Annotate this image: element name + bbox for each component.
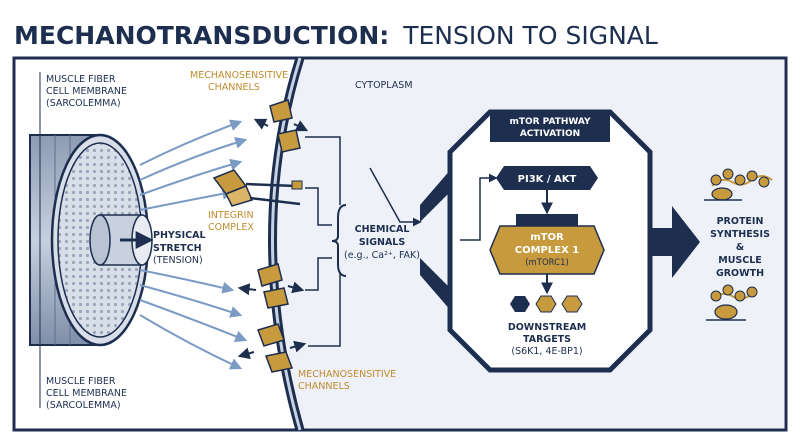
svg-text:MUSCLE FIBER: MUSCLE FIBER bbox=[46, 74, 116, 85]
svg-text:CHEMICAL: CHEMICAL bbox=[355, 224, 410, 235]
svg-text:(e.g., Ca²⁺, FAK): (e.g., Ca²⁺, FAK) bbox=[344, 250, 420, 261]
fiber-label-bottom: MUSCLE FIBER CELL MEMBRANE (SARCOLEMMA) bbox=[39, 345, 127, 411]
arrow-to-pi3k bbox=[460, 173, 498, 241]
cytoplasm-label: CYTOPLASM bbox=[355, 80, 413, 91]
mtor-header-bar bbox=[490, 112, 610, 142]
fiber-label-top: MUSCLE FIBER CELL MEMBRANE (SARCOLEMMA) bbox=[39, 72, 127, 135]
mechano-label-bottom: MECHANOSENSITIVE CHANNELS bbox=[298, 369, 396, 392]
svg-text:MECHANOSENSITIVE: MECHANOSENSITIVE bbox=[298, 369, 396, 380]
svg-text:MUSCLE: MUSCLE bbox=[718, 255, 762, 266]
protein-chain-bottom bbox=[706, 284, 758, 321]
mechanosensitive-channel-top bbox=[253, 99, 309, 153]
mtorc1-line1: mTOR bbox=[530, 232, 564, 243]
chevron-lower bbox=[420, 258, 452, 312]
svg-text:INTEGRIN: INTEGRIN bbox=[208, 210, 254, 221]
outcome-arrow bbox=[652, 206, 700, 278]
signal-connectors bbox=[305, 136, 341, 347]
svg-text:(SARCOLEMMA): (SARCOLEMMA) bbox=[46, 400, 121, 411]
svg-text:MUSCLE FIBER: MUSCLE FIBER bbox=[46, 376, 116, 387]
diagram-title: MECHANOTRANSDUCTION: TENSION TO SIGNAL bbox=[14, 21, 658, 50]
svg-text:SYNTHESIS: SYNTHESIS bbox=[710, 229, 770, 240]
svg-text:MECHANOSENSITIVE: MECHANOSENSITIVE bbox=[190, 70, 288, 81]
svg-text:CELL MEMBRANE: CELL MEMBRANE bbox=[46, 86, 127, 97]
pi3k-akt-label: PI3K / AKT bbox=[518, 174, 577, 185]
pi3k-akt-box bbox=[496, 166, 598, 190]
mechanosensitive-channel-middle bbox=[237, 263, 305, 309]
mtorc1-cap bbox=[516, 214, 578, 226]
svg-text:SIGNALS: SIGNALS bbox=[359, 237, 406, 248]
svg-text:TARGETS: TARGETS bbox=[523, 334, 571, 345]
mechano-label-top: MECHANOSENSITIVE CHANNELS bbox=[190, 70, 288, 93]
downstream-label: DOWNSTREAM TARGETS (S6K1, 4E-BP1) bbox=[508, 322, 586, 357]
mtor-header-line1: mTOR PATHWAY bbox=[509, 117, 591, 127]
mtorc1-line2: COMPLEX 1 bbox=[515, 245, 580, 256]
protein-chain-top bbox=[704, 168, 773, 201]
mtorc1-line3: (mTORC1) bbox=[525, 258, 569, 268]
integrin-complex: INTEGRIN COMPLEX bbox=[208, 169, 303, 233]
svg-text:CHANNELS: CHANNELS bbox=[208, 82, 260, 93]
svg-text:GROWTH: GROWTH bbox=[716, 268, 764, 279]
chemical-signals-label: CHEMICAL SIGNALS (e.g., Ca²⁺, FAK) bbox=[344, 224, 420, 261]
svg-text:DOWNSTREAM: DOWNSTREAM bbox=[508, 322, 586, 333]
svg-text:&: & bbox=[736, 242, 744, 253]
svg-text:CELL MEMBRANE: CELL MEMBRANE bbox=[46, 388, 127, 399]
mtor-header-line2: ACTIVATION bbox=[520, 129, 580, 139]
signal-arrow-upper bbox=[369, 167, 422, 227]
signals-brace bbox=[331, 204, 347, 277]
mechanosensitive-channel-bottom bbox=[237, 323, 307, 373]
svg-text:(TENSION): (TENSION) bbox=[153, 255, 203, 266]
chevron-upper bbox=[420, 168, 452, 222]
svg-text:(S6K1, 4E-BP1): (S6K1, 4E-BP1) bbox=[511, 346, 582, 357]
stretch-label: PHYSICAL STRETCH (TENSION) bbox=[120, 230, 206, 266]
mtorc1-box bbox=[489, 225, 605, 275]
svg-text:COMPLEX: COMPLEX bbox=[208, 222, 254, 233]
svg-text:STRETCH: STRETCH bbox=[153, 243, 202, 254]
svg-text:PHYSICAL: PHYSICAL bbox=[153, 230, 206, 241]
svg-text:PROTEIN: PROTEIN bbox=[717, 216, 764, 227]
downstream-hexagons bbox=[510, 295, 583, 313]
svg-text:(SARCOLEMMA): (SARCOLEMMA) bbox=[46, 98, 121, 109]
outcome-label: PROTEIN SYNTHESIS & MUSCLE GROWTH bbox=[710, 216, 770, 279]
tension-arrows bbox=[139, 119, 248, 370]
svg-text:CHANNELS: CHANNELS bbox=[298, 381, 350, 392]
